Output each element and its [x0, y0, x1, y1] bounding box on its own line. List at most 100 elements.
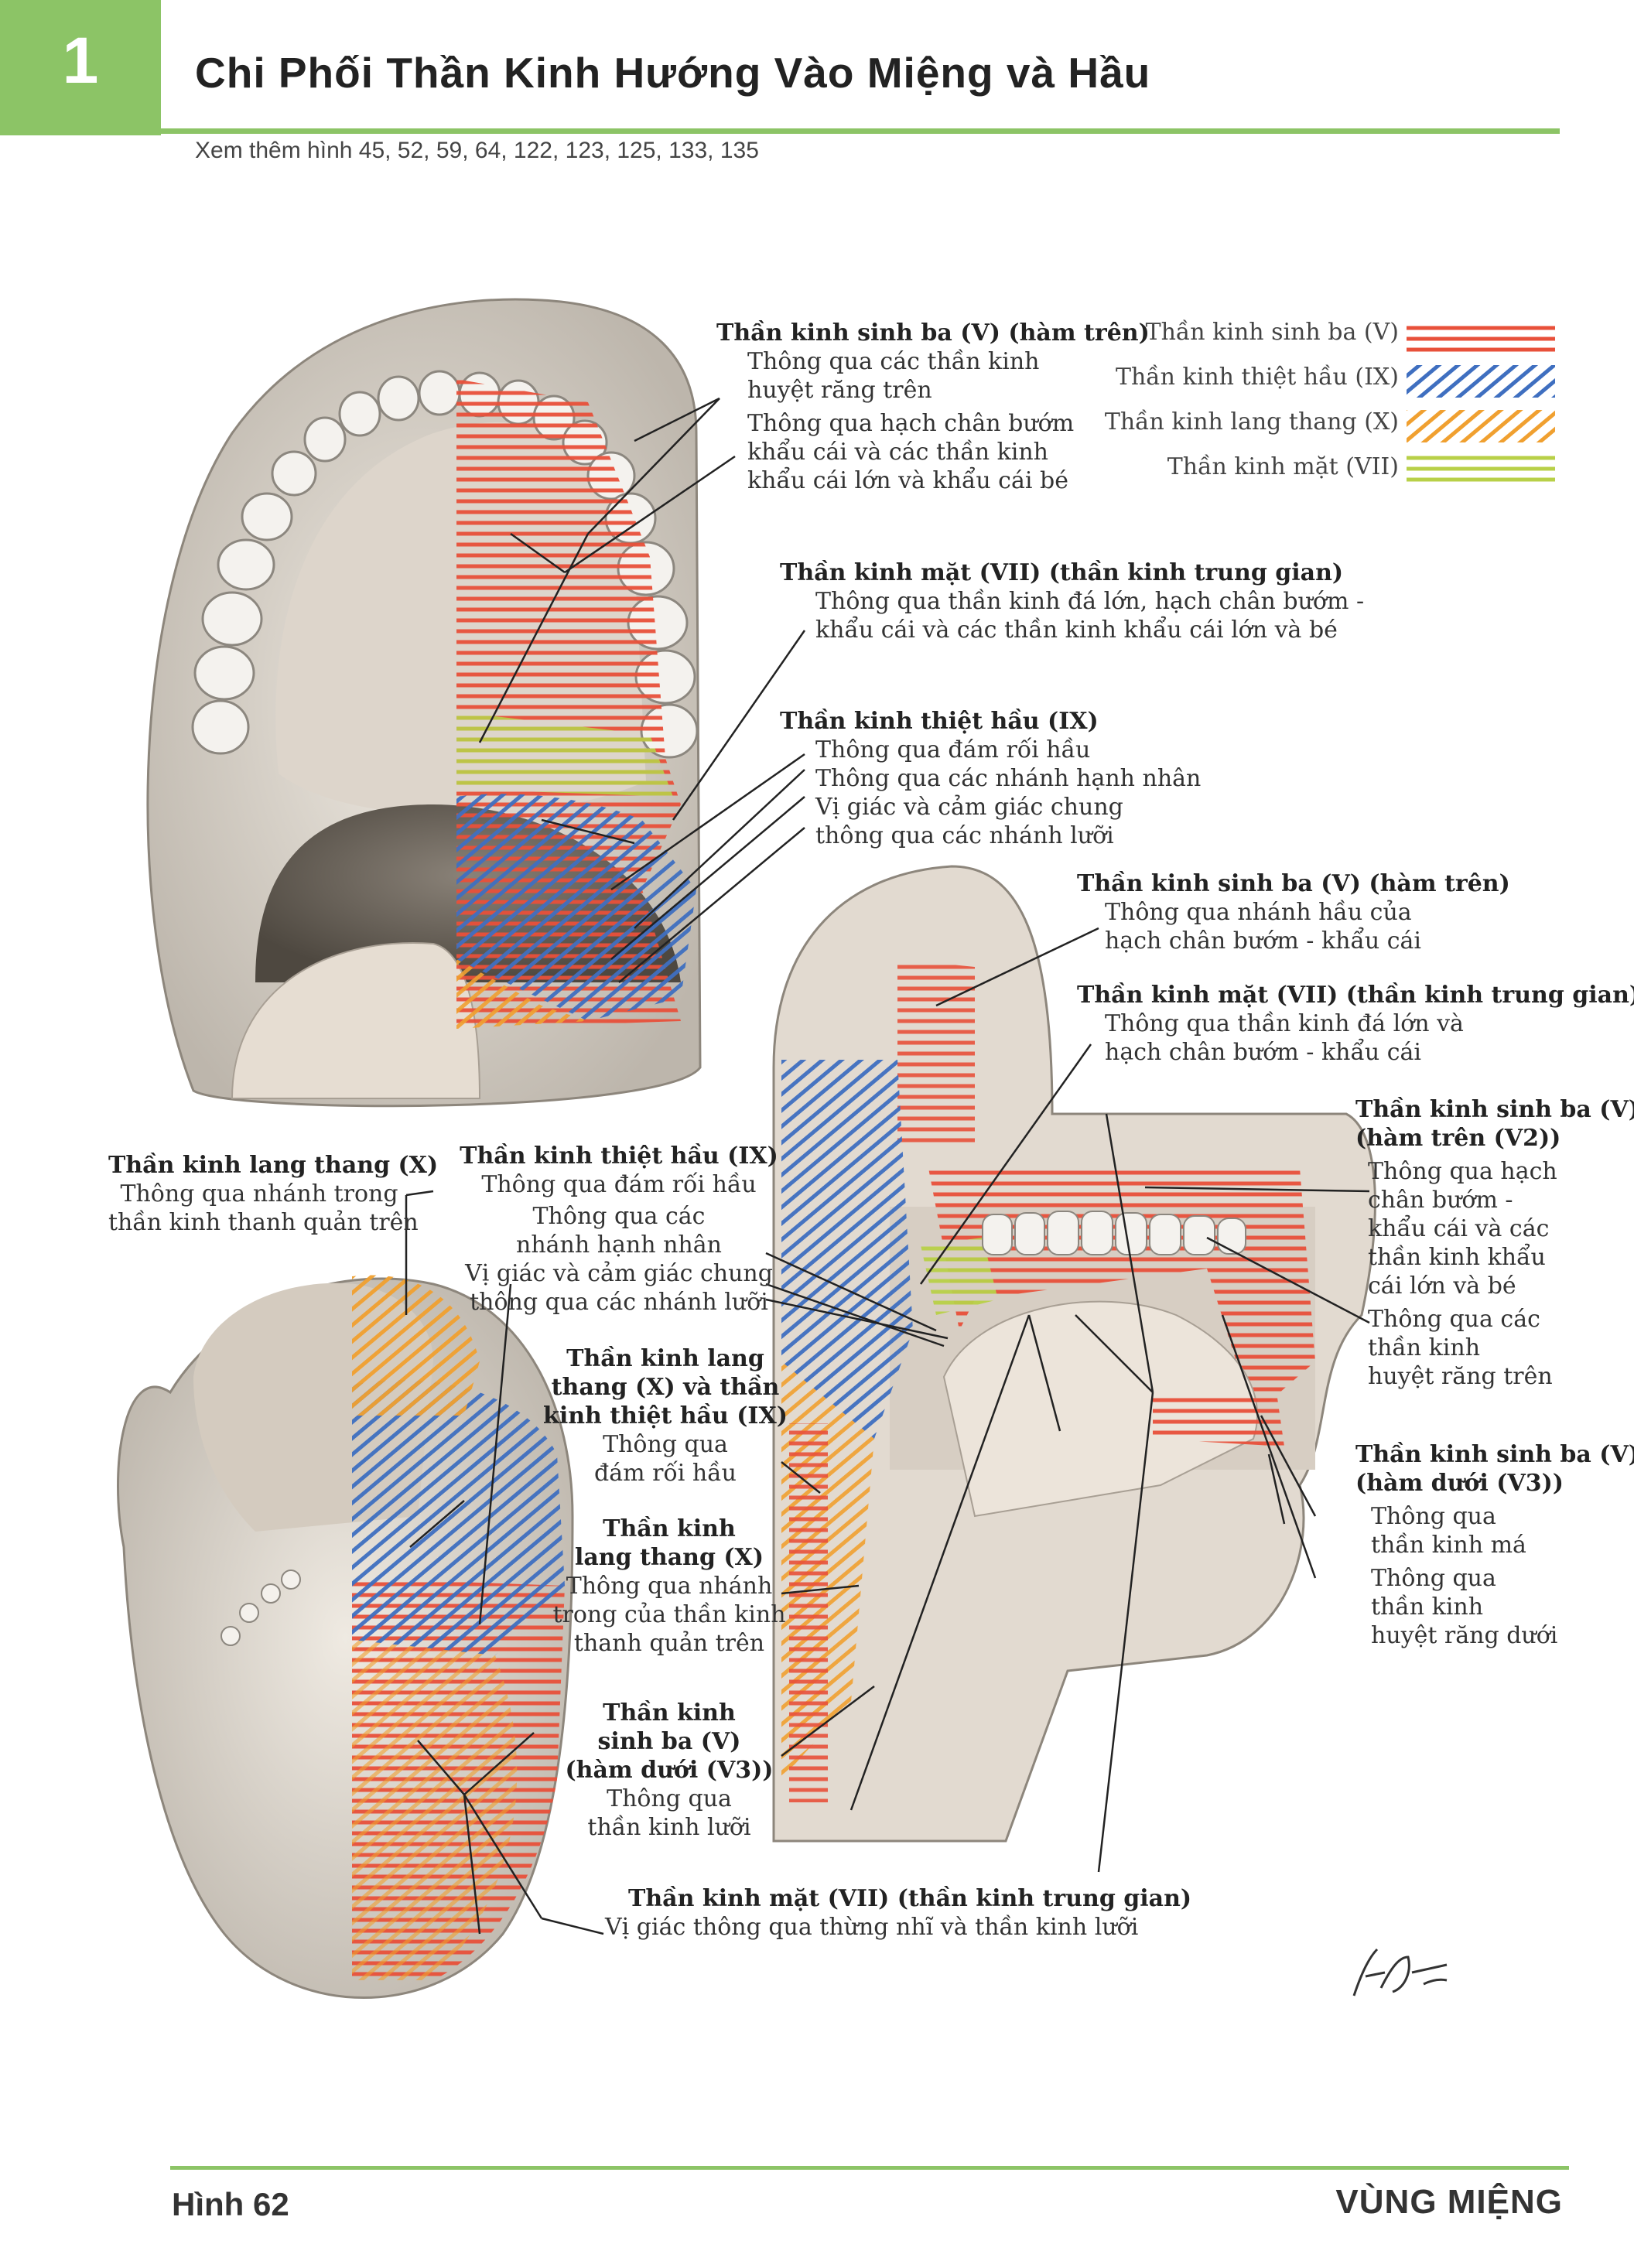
sagittal-v2-line-1: Thông qua hạch: [1368, 1158, 1557, 1185]
middle-vagus-left-heading: Thần kinh lang thang (X): [108, 1152, 439, 1179]
palate-glosso-line-3: Vị giác và cảm giác chung: [815, 794, 1123, 821]
legend-swatch-vagus: [1407, 410, 1555, 442]
palate-trigeminal-line-2: huyệt răng trên: [747, 377, 932, 404]
sagittal-teeth: [982, 1211, 1246, 1255]
middle-vagus-glosso-heading-2: thang (X) và thần: [551, 1374, 780, 1401]
bottom-facial-line-1: Vị giác thông qua thừng nhĩ và thần kinh…: [605, 1914, 1139, 1941]
middle-vagus-glosso-line-2: đám rối hầu: [594, 1460, 737, 1487]
palate-facial-label: Thần kinh mặt (VII) (thần kinh trung gia…: [780, 558, 1364, 644]
palate-glosso-area: [456, 794, 696, 1021]
palate-trigeminal-label: Thần kinh sinh ba (V) (hàm trên) Thông q…: [716, 319, 1150, 495]
middle-glosso-heading: Thần kinh thiệt hầu (IX): [460, 1143, 778, 1170]
pharynx-glosso: [781, 1060, 913, 1439]
sagittal-v3-line-5: huyệt răng dưới: [1371, 1622, 1558, 1649]
middle-vagus-heading-1: Thần kinh: [603, 1515, 736, 1542]
palate-glosso-line-2: Thông qua các nhánh hạnh nhân: [815, 765, 1202, 792]
palate-facial-line-2: khẩu cái và các thần kinh khẩu cái lớn v…: [815, 617, 1338, 644]
middle-v3-label: Thần kinh sinh ba (V) (hàm dưới (V3)) Th…: [557, 1699, 781, 1842]
sagittal-facial-line-2: hạch chân bướm - khẩu cái: [1105, 1039, 1421, 1066]
middle-vagus-left-label: Thần kinh lang thang (X) Thông qua nhánh…: [108, 1151, 439, 1237]
footer-divider: [170, 2166, 1569, 2170]
middle-vagus-line-3: thanh quản trên: [573, 1630, 765, 1657]
legend-label-glossopharyngeal: Thần kinh thiệt hầu (IX): [1115, 364, 1399, 391]
palate-facial-area: [456, 712, 673, 797]
middle-glosso-line-3: nhánh hạnh nhân: [516, 1231, 722, 1259]
sagittal-facial-label: Thần kinh mặt (VII) (thần kinh trung gia…: [1077, 981, 1634, 1067]
palate-trigeminal-line-1: Thông qua các thần kinh: [747, 348, 1040, 375]
nasopharynx-trigeminal: [897, 959, 975, 1145]
sagittal-v2-line-2: chân bướm -: [1368, 1187, 1513, 1214]
middle-v3-heading-2: sinh ba (V): [597, 1728, 741, 1755]
middle-v3-heading-3: (hàm dưới (V3)): [565, 1757, 774, 1784]
sagittal-v3-line-4: thần kinh: [1371, 1593, 1484, 1621]
palate-facial-heading: Thần kinh mặt (VII) (thần kinh trung gia…: [780, 559, 1344, 586]
legend-label-vagus: Thần kinh lang thang (X): [1104, 408, 1399, 435]
middle-vagus-label: Thần kinh lang thang (X) Thông qua nhánh…: [549, 1515, 789, 1658]
sagittal-v3-heading-2: (hàm dưới (V3)): [1355, 1470, 1564, 1497]
sagittal-v2-label: Thần kinh sinh ba (V) (hàm trên (V2)) Th…: [1355, 1095, 1634, 1391]
legend-label-trigeminal: Thần kinh sinh ba (V): [1145, 319, 1399, 346]
middle-glosso-line-4: Vị giác và cảm giác chung: [465, 1260, 773, 1287]
page-title: Chi Phối Thần Kinh Hướng Vào Miệng và Hầ…: [195, 49, 1151, 97]
tongue-papillae: [220, 1569, 301, 1646]
middle-vagus-left-line-2: thần kinh thanh quản trên: [108, 1209, 419, 1236]
tongue-leader-lines: [405, 1190, 604, 1935]
legend-swatch-trigeminal: [1407, 320, 1555, 356]
middle-vagus-left-line-1: Thông qua nhánh trong: [120, 1180, 398, 1207]
sagittal-trigeminal-upper-label: Thần kinh sinh ba (V) (hàm trên) Thông q…: [1077, 869, 1510, 955]
tongue-vagus-area: [352, 1275, 480, 1416]
palate-trigeminal-line-3: Thông qua hạch chân bướm: [747, 410, 1075, 437]
chapter-badge: 1: [0, 0, 161, 135]
palate-vagus-area: [456, 959, 588, 1029]
sagittal-v3-label: Thần kinh sinh ba (V) (hàm dưới (V3)) Th…: [1355, 1440, 1634, 1650]
middle-vagus-heading-2: lang thang (X): [574, 1544, 764, 1571]
palate-glosso-line-1: Thông qua đám rối hầu: [815, 736, 1091, 763]
bottom-facial-label: Thần kinh mặt (VII) (thần kinh trung gia…: [605, 1884, 1191, 1942]
title-divider: [161, 128, 1560, 134]
sagittal-leader-lines: [765, 927, 1370, 1873]
sagittal-v2-line-6: Thông qua các: [1368, 1306, 1540, 1333]
sagittal-v3-heading-1: Thần kinh sinh ba (V): [1355, 1441, 1634, 1468]
palate-leader-lines: [478, 397, 806, 983]
middle-vagus-glosso-heading-1: Thần kinh lang: [566, 1345, 764, 1372]
pharynx-red-strip: [789, 1423, 828, 1802]
sagittal-v2-heading-2: (hàm trên (V2)): [1355, 1125, 1561, 1152]
palate-trigeminal-heading: Thần kinh sinh ba (V) (hàm trên): [716, 319, 1150, 347]
sagittal-trigeminal-upper-line-2: hạch chân bướm - khẩu cái: [1105, 927, 1421, 955]
sagittal-v3-line-1: Thông qua: [1371, 1503, 1496, 1530]
palate-glosso-label: Thần kinh thiệt hầu (IX) Thông qua đám r…: [780, 707, 1201, 850]
sagittal-v2-line-4: thần kinh khẩu: [1368, 1244, 1546, 1271]
legend-swatch-facial: [1407, 455, 1555, 486]
middle-vagus-line-1: Thông qua nhánh: [566, 1573, 773, 1600]
middle-glosso-line-5: thông qua các nhánh lưỡi: [470, 1289, 768, 1316]
middle-v3-line-2: thần kinh lưỡi: [587, 1814, 751, 1841]
palate-glosso-line-4: thông qua các nhánh lưỡi: [815, 822, 1114, 849]
palate-trigeminal-line-4: khẩu cái và các thần kinh: [747, 439, 1048, 466]
sagittal-v3-line-3: Thông qua: [1371, 1565, 1496, 1592]
sagittal-v2-line-8: huyệt răng trên: [1368, 1363, 1553, 1390]
sagittal-trigeminal-upper-heading: Thần kinh sinh ba (V) (hàm trên): [1077, 870, 1510, 897]
see-also-reference: Xem thêm hình 45, 52, 59, 64, 122, 123, …: [195, 138, 759, 163]
middle-glosso-line-1: Thông qua đám rối hầu: [481, 1171, 757, 1198]
sagittal-v2-line-3: khẩu cái và các: [1368, 1215, 1550, 1242]
figure-number: Hình 62: [172, 2186, 289, 2222]
sagittal-facial-line-1: Thông qua thần kinh đá lớn và: [1105, 1010, 1464, 1037]
tongue-glosso-area: [352, 1380, 565, 1655]
legend-swatch-glossopharyngeal: [1407, 365, 1555, 398]
middle-v3-line-1: Thông qua: [607, 1785, 732, 1812]
sagittal-trigeminal-upper-line-1: Thông qua nhánh hầu của: [1105, 899, 1412, 926]
palate-glosso-heading: Thần kinh thiệt hầu (IX): [780, 708, 1099, 735]
sagittal-v3-line-2: thần kinh má: [1371, 1532, 1526, 1559]
region-name: VÙNG MIỆNG: [1335, 2183, 1563, 2221]
artist-signature: [1352, 1948, 1448, 1996]
middle-glosso-line-2: Thông qua các: [532, 1203, 706, 1230]
middle-vagus-glosso-line-1: Thông qua: [603, 1431, 728, 1458]
sagittal-v2-line-7: thần kinh: [1368, 1334, 1481, 1361]
middle-glosso-label: Thần kinh thiệt hầu (IX) Thông qua đám r…: [456, 1142, 781, 1317]
legend-swatches: [1407, 320, 1555, 486]
palate-facial-line-1: Thông qua thần kinh đá lớn, hạch chân bư…: [815, 588, 1365, 615]
middle-vagus-glosso-heading-3: kinh thiệt hầu (IX): [543, 1402, 788, 1429]
bottom-facial-heading: Thần kinh mặt (VII) (thần kinh trung gia…: [628, 1885, 1192, 1912]
middle-vagus-glosso-label: Thần kinh lang thang (X) và thần kinh th…: [542, 1344, 789, 1488]
middle-v3-heading-1: Thần kinh: [603, 1699, 736, 1727]
